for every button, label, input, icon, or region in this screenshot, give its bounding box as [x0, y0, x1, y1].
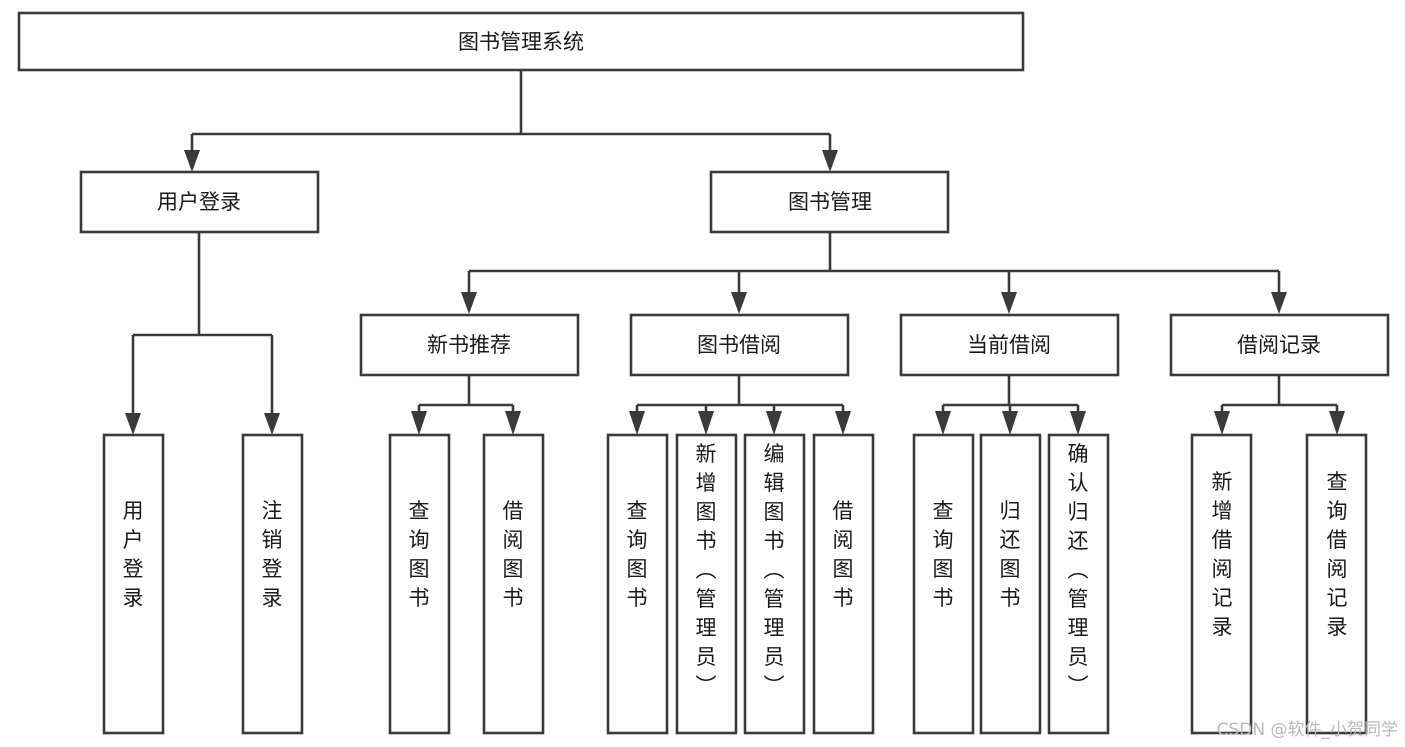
node-leaf-add-record-box[interactable] [1190, 433, 1253, 735]
node-leaf-add-book-box[interactable] [675, 433, 738, 735]
node-leaf-borrow-book-2[interactable]: 借阅图书 [812, 433, 875, 735]
node-new-book-rec-label: 新书推荐 [427, 333, 511, 357]
node-leaf-return-book[interactable]: 归还图书 [979, 433, 1042, 735]
node-leaf-user-login-label: 用户登录 [123, 499, 144, 610]
node-leaf-confirm-return-label: 确认归还︵管理员︶ [1068, 442, 1089, 698]
arrow-head-leaf-add-record [1214, 411, 1230, 435]
node-leaf-query-book-2[interactable]: 查询图书 [606, 433, 669, 735]
node-leaf-logout-label: 注销登录 [262, 499, 283, 610]
node-borrow-record-box[interactable] [1169, 313, 1390, 377]
node-current-borrow[interactable]: 当前借阅 [899, 313, 1120, 377]
node-borrow-record[interactable]: 借阅记录 [1169, 313, 1390, 377]
node-leaf-add-book[interactable]: 新增图书︵管理员︶ [675, 433, 738, 735]
node-leaf-user-login-box[interactable] [102, 433, 165, 735]
node-current-borrow-box[interactable] [899, 313, 1120, 377]
node-user-login[interactable]: 用户登录 [79, 170, 320, 234]
arrow-head-leaf-query-book-1 [411, 411, 427, 435]
node-current-borrow-label: 当前借阅 [967, 333, 1051, 357]
arrow-head-leaf-edit-book [766, 411, 782, 435]
arrow-head-leaf-borrow-book-1 [505, 411, 521, 435]
node-leaf-borrow-book-2-box[interactable] [812, 433, 875, 735]
node-leaf-borrow-book-1[interactable]: 借阅图书 [482, 433, 545, 735]
node-leaf-return-book-box[interactable] [979, 433, 1042, 735]
node-leaf-logout[interactable]: 注销登录 [241, 433, 304, 735]
node-book-borrow-label: 图书借阅 [697, 333, 781, 357]
arrow-head-current-borrow [1001, 292, 1017, 314]
node-leaf-borrow-book-2-label: 借阅图书 [833, 499, 854, 610]
node-leaf-query-record-box[interactable] [1305, 433, 1368, 735]
node-leaf-query-book-3-label: 查询图书 [933, 499, 954, 610]
csdn-watermark: CSDN @软件_小贺同学 [1217, 720, 1398, 740]
node-leaf-query-book-2-box[interactable] [606, 433, 669, 735]
arrow-head-borrow-record [1271, 292, 1287, 314]
node-leaf-add-record-label: 新增借阅记录 [1212, 470, 1233, 639]
node-root-box[interactable] [17, 11, 1025, 72]
connector-layer [125, 70, 1345, 435]
node-leaf-edit-book[interactable]: 编辑图书︵管理员︶ [743, 433, 806, 735]
node-leaf-query-book-1-label: 查询图书 [409, 499, 430, 610]
node-leaf-query-record-label: 查询借阅记录 [1327, 470, 1348, 639]
arrow-head-leaf-query-book-3 [935, 411, 951, 435]
node-new-book-rec-box[interactable] [359, 313, 580, 377]
arrow-head-leaf-user-login [125, 413, 141, 435]
arrow-head-book-manage [822, 150, 838, 172]
arrow-head-book-borrow [731, 292, 747, 314]
node-leaf-borrow-book-1-box[interactable] [482, 433, 545, 735]
node-leaf-return-book-label: 归还图书 [1000, 499, 1021, 610]
node-root-label: 图书管理系统 [458, 30, 584, 54]
node-leaf-edit-book-label: 编辑图书︵管理员︶ [764, 442, 785, 698]
node-user-login-label: 用户登录 [157, 190, 241, 214]
arrow-head-user-login [184, 150, 200, 172]
node-leaf-edit-book-box[interactable] [743, 433, 806, 735]
arrow-head-leaf-add-book [698, 411, 714, 435]
node-leaf-query-book-3[interactable]: 查询图书 [912, 433, 975, 735]
arrow-head-leaf-confirm-return [1070, 411, 1086, 435]
node-book-borrow[interactable]: 图书借阅 [629, 313, 850, 377]
node-leaf-logout-box[interactable] [241, 433, 304, 735]
node-leaf-query-book-3-box[interactable] [912, 433, 975, 735]
node-leaf-query-book-1[interactable]: 查询图书 [388, 433, 451, 735]
node-book-manage-label: 图书管理 [788, 190, 872, 214]
arrow-head-leaf-logout [264, 413, 280, 435]
node-root[interactable]: 图书管理系统 [17, 11, 1025, 72]
node-leaf-query-book-2-label: 查询图书 [627, 499, 648, 610]
node-leaf-query-book-1-box[interactable] [388, 433, 451, 735]
node-leaf-borrow-book-1-label: 借阅图书 [503, 499, 524, 610]
arrow-head-leaf-return-book [1002, 411, 1018, 435]
node-book-manage[interactable]: 图书管理 [709, 170, 950, 234]
node-book-borrow-box[interactable] [629, 313, 850, 377]
node-new-book-rec[interactable]: 新书推荐 [359, 313, 580, 377]
node-leaf-confirm-return[interactable]: 确认归还︵管理员︶ [1047, 433, 1110, 735]
node-user-login-box[interactable] [79, 170, 320, 234]
node-leaf-query-record[interactable]: 查询借阅记录 [1305, 433, 1368, 735]
node-leaf-add-book-label: 新增图书︵管理员︶ [696, 442, 717, 698]
arrow-head-new-book-rec [461, 292, 477, 314]
arrow-head-leaf-query-book-2 [629, 411, 645, 435]
arrow-head-leaf-borrow-book-2 [835, 411, 851, 435]
node-leaf-user-login[interactable]: 用户登录 [102, 433, 165, 735]
arrow-head-leaf-query-record [1329, 411, 1345, 435]
node-book-manage-box[interactable] [709, 170, 950, 234]
node-leaf-add-record[interactable]: 新增借阅记录 [1190, 433, 1253, 735]
node-borrow-record-label: 借阅记录 [1237, 333, 1321, 357]
node-leaf-confirm-return-box[interactable] [1047, 433, 1110, 735]
